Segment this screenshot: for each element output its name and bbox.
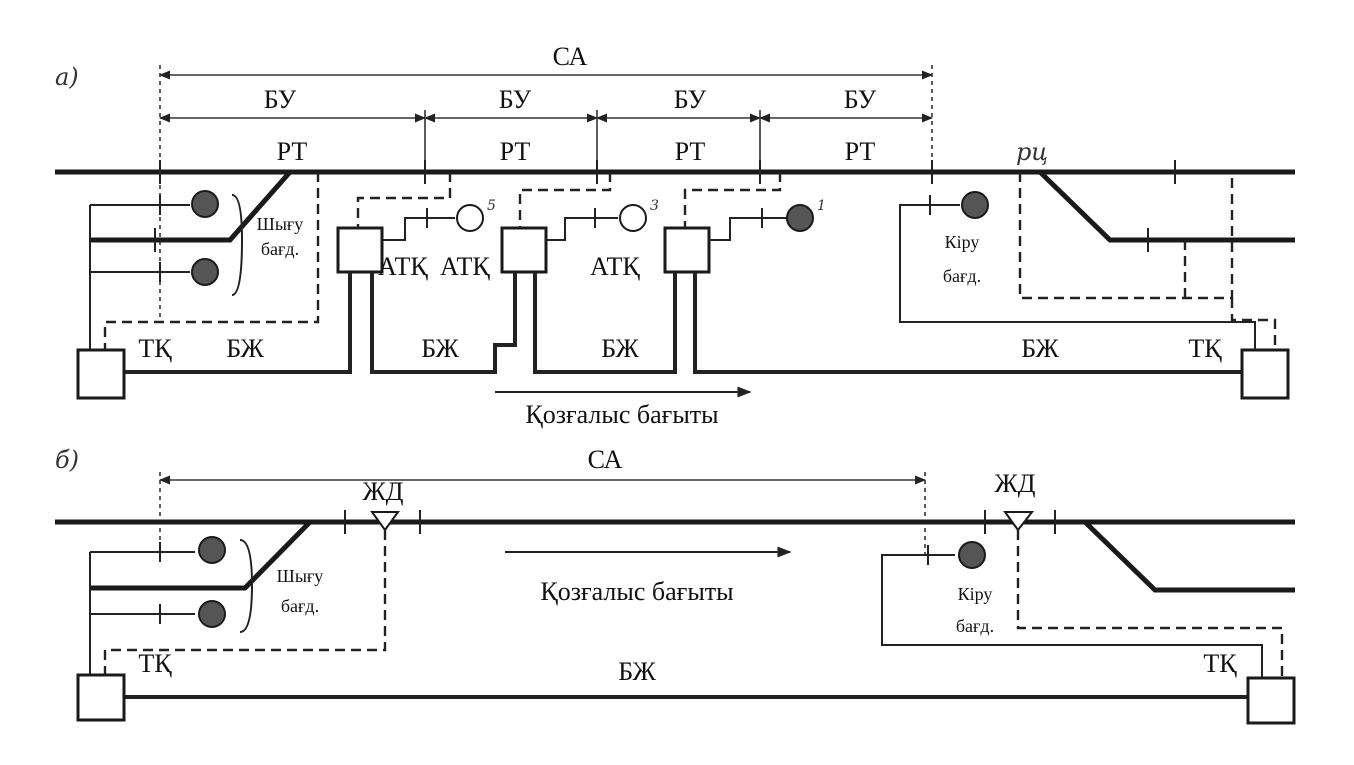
block-section-label: БУ [844,85,877,114]
tk-label-right: ТҚ [1188,334,1222,363]
bzh-label: БЖ [421,334,459,363]
exit-route-label: Шығу [277,566,324,586]
tk-relay-cabinet-right [1246,676,1296,725]
entry-signal-right-a [899,170,1295,350]
intermediate-signals [336,172,814,274]
atk-relay-box [336,226,384,274]
track-circuit-label: РТ [845,137,876,166]
exit-signals-left [89,190,244,350]
bzh-label: БЖ [226,334,264,363]
panel-a: а) СА БУ БУ БУ БУ РТ РТ РТ РТ рц [55,42,1295,429]
signal-lamp-icon [786,204,814,232]
zhd-label: ЖД [362,477,403,506]
entry-signal-right-b [881,520,1295,678]
tk-label-right: ТҚ [1203,649,1237,678]
zhd-crossing-marker-left [370,511,400,532]
signal-number: 5 [487,198,496,214]
station-track-circuit-label: рц [1016,138,1048,166]
span-label-a: СА [553,42,588,71]
station-turnout-left-b [90,520,312,591]
atk-label: АТҚ [590,252,640,281]
span-dimension-a: СА [158,42,934,320]
direction-label-b: Қозғалыс бағыты [540,577,733,606]
track-circuit-label: РТ [500,137,531,166]
signal-number: 3 [650,198,659,214]
block-sections: БУ БУ БУ БУ [158,85,934,170]
direction-label-a: Қозғалыс бағыты [525,400,718,429]
tk-label-left: ТҚ [138,649,172,678]
insulating-joints-b [344,510,1056,534]
line-wires-a [125,272,1242,398]
span-dimension-b: СА [158,445,927,560]
exit-route-label: Шығу [257,214,304,234]
signal-lamp-icon [191,190,219,218]
panel-b: б) СА ЖД ЖД Шығу [55,445,1296,725]
entry-route-label: Кіру [958,584,993,604]
atk-label: АТҚ [378,252,428,281]
bzh-label: БЖ [1021,334,1059,363]
block-section-label: БУ [264,85,297,114]
station-turnout-left [90,170,292,243]
tk-relay-cabinet-left [76,673,126,722]
atk-label: АТҚ [440,252,490,281]
tk-label-left: ТҚ [138,334,172,363]
signal-lamp-icon [456,204,484,232]
exit-route-label: бағд. [261,239,299,259]
panel-b-marker: б) [55,446,79,474]
zhd-label: ЖД [994,469,1035,498]
entry-route-label: бағд. [956,616,994,636]
signal-lamp-icon [198,600,226,628]
span-label-b: СА [588,445,623,474]
exit-route-label: бағд. [281,596,319,616]
atk-relay-box [500,226,548,274]
signal-lamp-icon [961,191,989,219]
bzh-label: БЖ [618,657,656,686]
block-section-label: БУ [674,85,707,114]
signal-lamp-icon [958,541,986,569]
track-circuit-label: РТ [277,137,308,166]
tk-relay-cabinet-left [76,348,126,400]
entry-route-label: бағд. [943,266,981,286]
bzh-label: БЖ [601,334,639,363]
tk-relay-cabinet-right [1240,348,1290,400]
signal-lamp-icon [198,536,226,564]
exit-signals-left-b [89,536,254,675]
block-section-label: БУ [499,85,532,114]
entry-route-label: Кіру [945,232,980,252]
insulating-joints-a [159,160,1176,184]
signal-number: 1 [817,198,826,214]
signal-lamp-icon [619,204,647,232]
track-circuit-label: РТ [675,137,706,166]
signal-lamp-icon [191,258,219,286]
atk-relay-box [663,226,711,274]
panel-a-marker: а) [55,63,79,91]
zhd-crossing-marker-right [1003,511,1035,532]
